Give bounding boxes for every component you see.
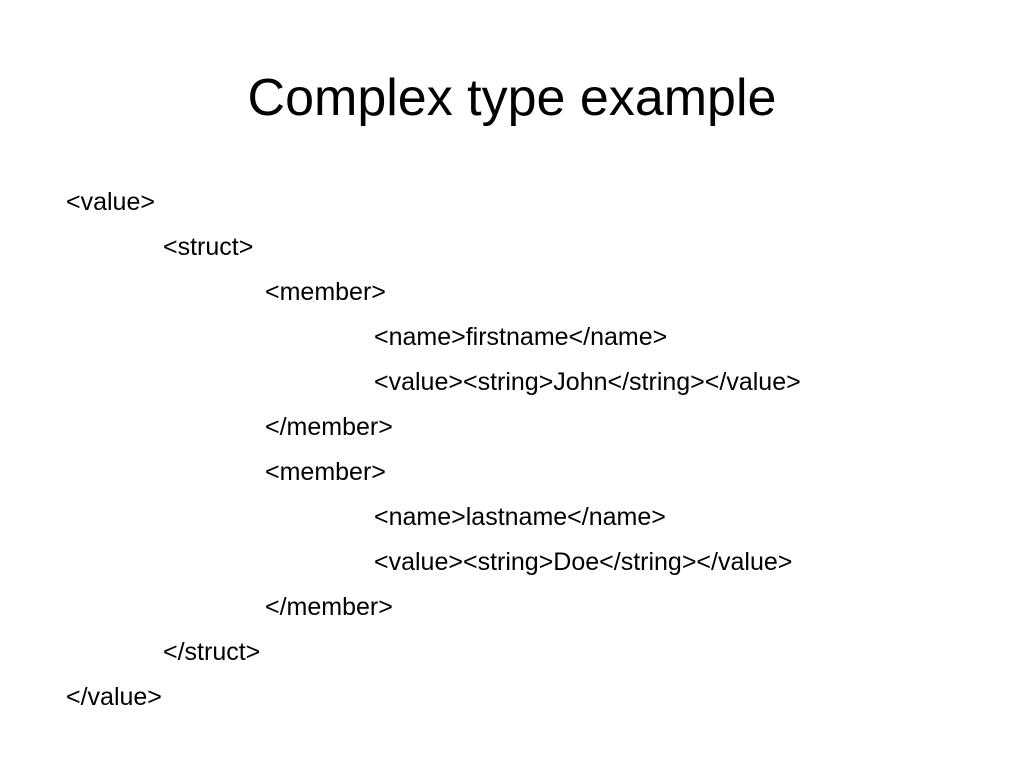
code-line-member-close: </member> <box>265 593 393 621</box>
code-line-member-close: </member> <box>265 413 393 441</box>
code-line-struct-close: </struct> <box>163 638 261 666</box>
code-line-value-doe: <value><string>Doe</string></value> <box>374 548 793 576</box>
code-line-value-open: <value> <box>66 188 155 216</box>
code-line-member-open: <member> <box>265 278 386 306</box>
code-line-member-open: <member> <box>265 458 386 486</box>
code-line-value-close: </value> <box>66 683 162 711</box>
code-line-name-lastname: <name>lastname</name> <box>374 503 666 531</box>
code-line-name-firstname: <name>firstname</name> <box>374 323 668 351</box>
code-line-struct-open: <struct> <box>163 233 254 261</box>
slide-title: Complex type example <box>247 69 777 127</box>
code-line-value-john: <value><string>John</string></value> <box>374 368 801 396</box>
